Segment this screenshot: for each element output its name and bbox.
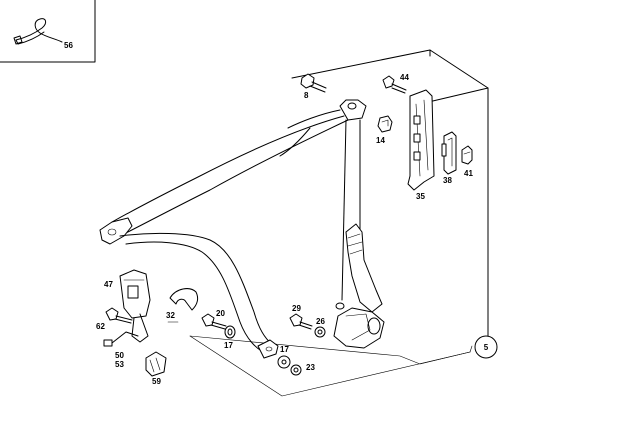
callout-56: 56 [64,41,73,50]
callout-17-upper: 17 [224,341,233,350]
buckle-47: 47 [104,269,151,343]
callout-44: 44 [400,73,409,82]
callout-26: 26 [316,317,325,326]
callout-53: 53 [115,360,124,369]
callout-5: 5 [484,343,489,352]
washer-26: 26 [314,317,326,338]
washer-17-upper: 17 [224,325,236,350]
callout-35: 35 [416,192,425,201]
callout-38: 38 [443,176,452,185]
connector-50: 50 53 [103,331,139,369]
bolt-8: 8 [300,73,327,100]
callout-32: 32 [166,311,175,320]
callout-14: 14 [376,136,385,145]
slider-38: 38 [441,131,457,185]
bolt-62: 62 [96,307,133,331]
bolt-20: 20 [201,309,227,330]
callout-41: 41 [464,169,473,178]
height-adjuster-rail: 35 [407,89,435,201]
callout-29: 29 [292,304,301,313]
clip-14: 14 [376,115,393,145]
belt-retractor [333,223,385,349]
cover-59: 59 [145,351,167,386]
callout-20: 20 [216,309,225,318]
trim-32: 32 [166,288,199,320]
reference-5: 5 [474,335,498,359]
pillar-panel [167,49,489,397]
callout-50: 50 [115,351,124,360]
callout-47: 47 [104,280,113,289]
callout-23: 23 [306,363,315,372]
button-41: 41 [461,145,473,178]
washer-17-lower: 17 [277,345,291,369]
nut-23: 23 [290,363,315,376]
bolt-29: 29 [289,304,313,330]
callout-17-lower: 17 [280,345,289,354]
upper-belt-guide [339,99,367,121]
callout-59: 59 [152,377,161,386]
seat-belt-webbing [99,109,361,359]
bolt-44: 44 [382,73,409,94]
callout-62: 62 [96,322,105,331]
callout-8: 8 [304,91,309,100]
inset-box [0,0,96,63]
cable-tie-part: 56 [13,18,73,50]
